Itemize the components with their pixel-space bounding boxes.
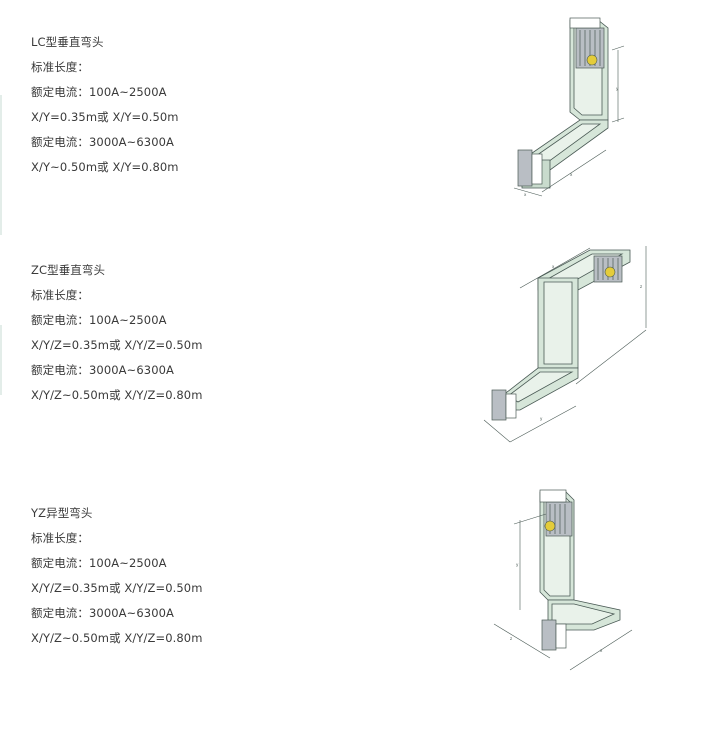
bottom-connector: [541, 619, 557, 651]
dim-label: z: [510, 636, 512, 641]
dimension-line: [575, 329, 647, 385]
spec-line: 标准长度：: [31, 60, 89, 74]
spec-line: X/Y/Z=0.35m或 X/Y/Z=0.50m: [31, 338, 203, 352]
spec-line: X/Y/Z=0.35m或 X/Y/Z=0.50m: [31, 581, 203, 595]
dim-label: y: [516, 562, 519, 567]
dim-label: y: [540, 416, 543, 421]
page-edge-mark: [0, 325, 2, 395]
dim-label: x: [600, 648, 603, 653]
dim-label: z: [640, 284, 642, 289]
spec-line: 额定电流：3000A~6300A: [31, 135, 175, 149]
dimension-line: [569, 629, 633, 671]
spec-line: 额定电流：100A~2500A: [31, 556, 167, 570]
dim-label: x: [570, 172, 573, 177]
badge-icon: [604, 266, 616, 278]
spec-line: X/Y~0.50m或 X/Y=0.80m: [31, 160, 179, 174]
section-title: YZ异型弯头: [31, 506, 93, 520]
section-title: ZC型垂直弯头: [31, 263, 106, 277]
spec-line: X/Y/Z~0.50m或 X/Y/Z=0.80m: [31, 388, 203, 402]
bottom-connector: [517, 149, 533, 187]
spec-line: 额定电流：3000A~6300A: [31, 606, 175, 620]
dimension-line: [513, 187, 543, 197]
spec-line: 额定电流：3000A~6300A: [31, 363, 175, 377]
spec-line: X/Y=0.35m或 X/Y=0.50m: [31, 110, 179, 124]
badge-icon: [586, 54, 598, 66]
dimension-line: [509, 405, 577, 443]
page-edge-mark: [0, 95, 2, 235]
bottom-connector: [491, 389, 507, 421]
spec-line: 额定电流：100A~2500A: [31, 313, 167, 327]
dim-label: y: [616, 86, 619, 91]
dimension-line: [483, 419, 511, 443]
section-lc-elbow: LC型垂直弯头 标准长度： 额定电流：100A~2500A X/Y=0.35m或…: [31, 35, 179, 185]
spec-line: X/Y/Z~0.50m或 X/Y/Z=0.80m: [31, 631, 203, 645]
dim-label: x: [524, 192, 527, 197]
top-flange: [569, 17, 601, 29]
lc-elbow-diagram: y x x: [500, 10, 650, 205]
dim-label: x: [552, 264, 555, 269]
section-title: LC型垂直弯头: [31, 35, 104, 49]
badge-icon: [544, 520, 556, 532]
zc-elbow-diagram: x z y: [480, 238, 660, 448]
spec-line: 标准长度：: [31, 531, 89, 545]
yz-elbow-diagram: y z x: [490, 480, 640, 675]
yz-elbow-drawing: y z x: [493, 489, 633, 671]
dimension-line: [541, 149, 607, 193]
lc-elbow-drawing: y x x: [513, 17, 625, 197]
spec-line: 标准长度：: [31, 288, 89, 302]
section-yz-elbow: YZ异型弯头 标准长度： 额定电流：100A~2500A X/Y/Z=0.35m…: [31, 506, 203, 656]
zc-elbow-drawing: x z y: [483, 246, 647, 443]
dimension-line: [519, 247, 591, 289]
spec-line: 额定电流：100A~2500A: [31, 85, 167, 99]
dimension-line: [493, 623, 551, 659]
section-zc-elbow: ZC型垂直弯头 标准长度： 额定电流：100A~2500A X/Y/Z=0.35…: [31, 263, 203, 413]
